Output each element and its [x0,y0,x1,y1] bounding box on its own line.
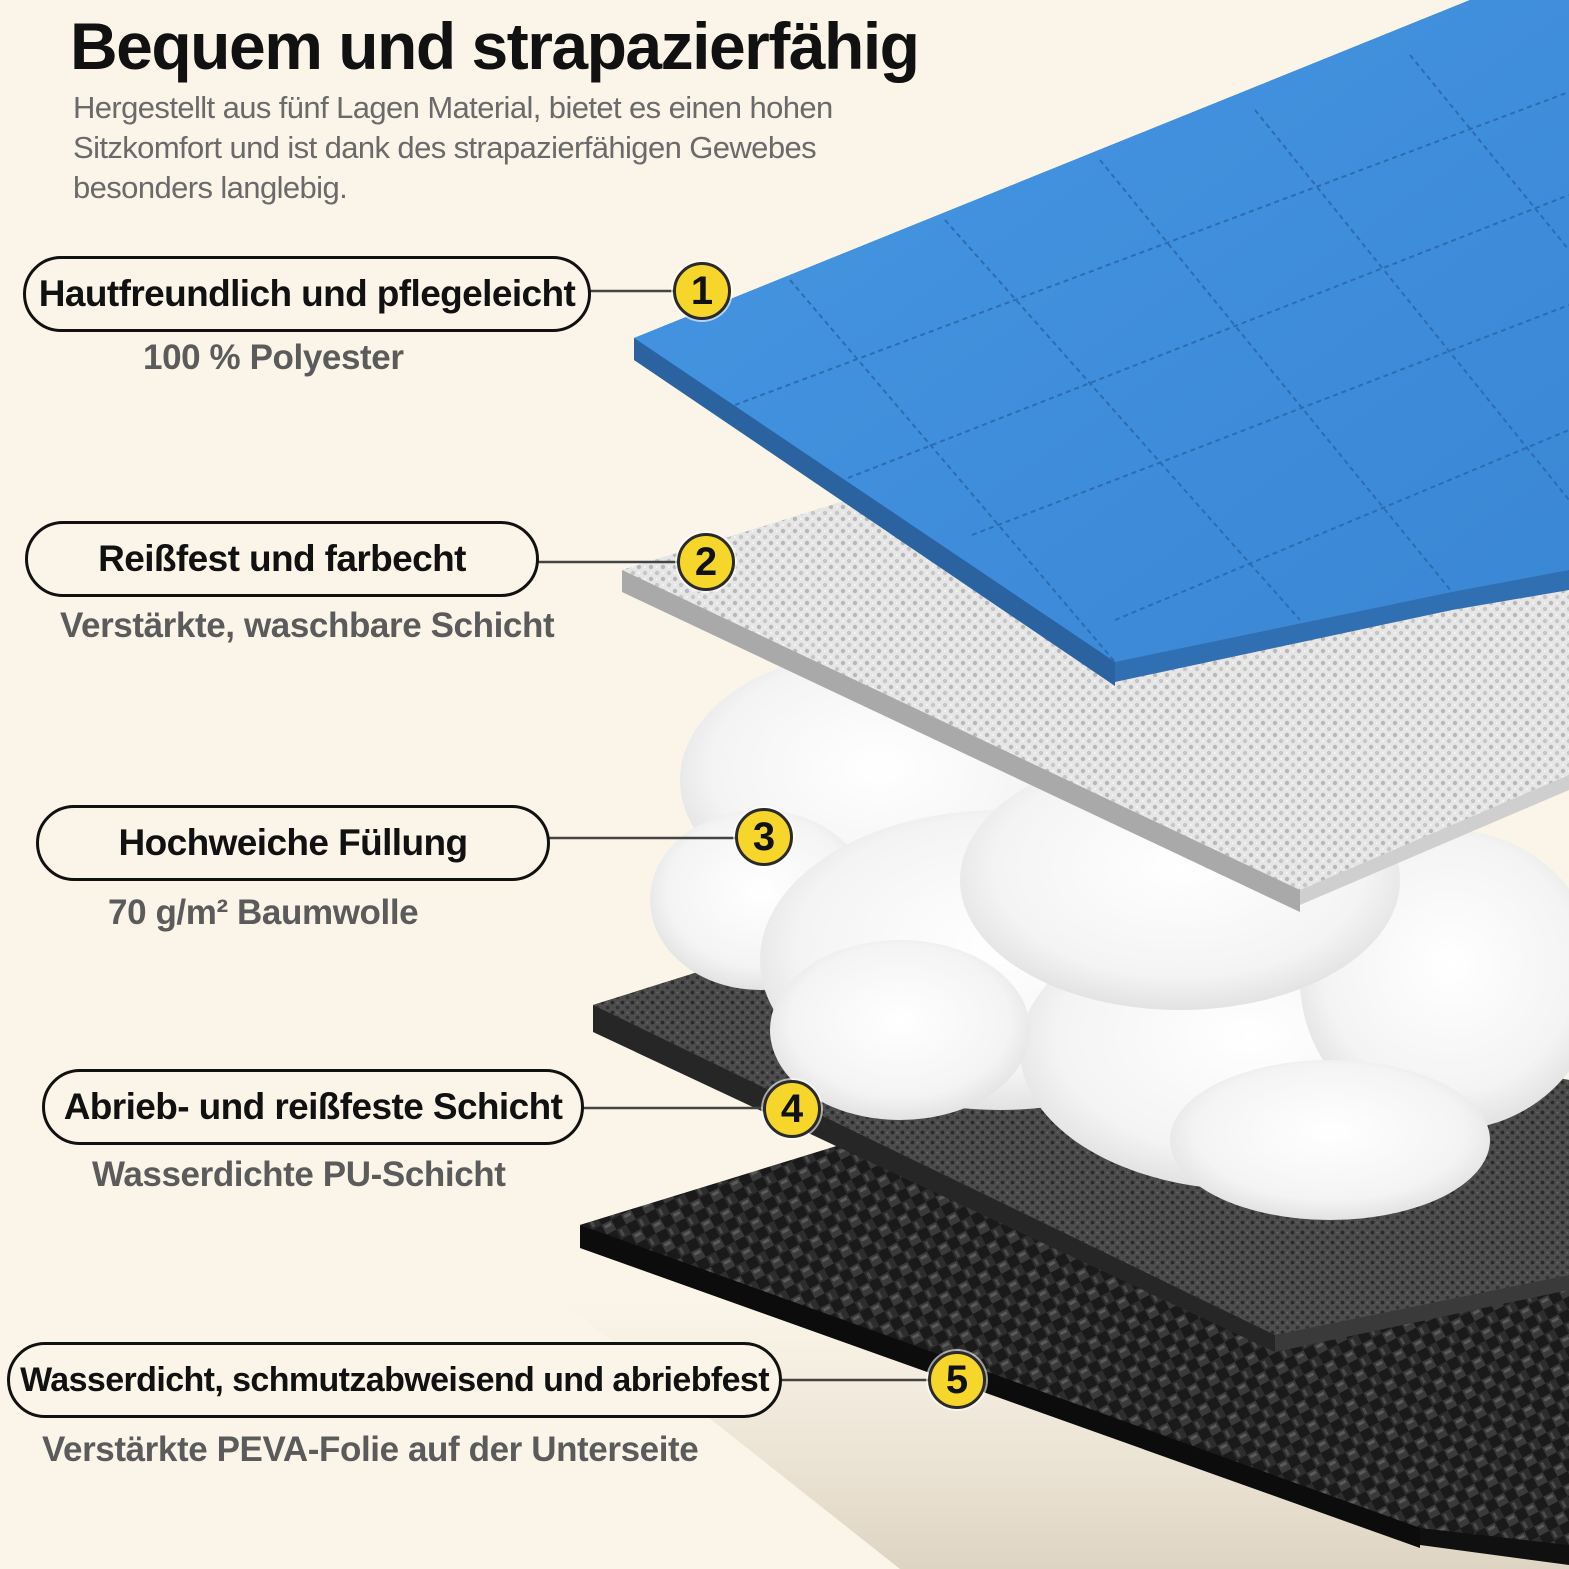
layer-3-label: Hochweiche Füllung [36,805,550,881]
layer-4-number-badge: 4 [763,1080,821,1138]
layer-2-number: 2 [694,539,718,584]
layer-2-label-text: Reißfest und farbecht [98,538,466,579]
layer-3-number-badge: 3 [735,808,793,866]
cotton-filling [650,650,1569,1220]
layer-3-number: 3 [752,814,776,859]
layer-4-description: Wasserdichte PU-Schicht [92,1155,506,1194]
layer-5-number-badge: 5 [928,1351,986,1409]
layer-2-number-badge: 2 [677,533,735,591]
layer-3-label-text: Hochweiche Füllung [118,822,469,863]
page-title: Bequem und strapazierfähig [70,9,920,83]
layer-5-number: 5 [945,1357,969,1402]
page-subtitle: Hergestellt aus fünf Lagen Material, bie… [73,90,833,205]
layer-4-number: 4 [780,1086,804,1131]
layer-3-description: 70 g/m² Baumwolle [108,893,419,932]
layer-5-description: Verstärkte PEVA-Folie auf der Unterseite [42,1430,699,1469]
layer-5-label-text: Wasserdicht, schmutzabweisend und abrieb… [20,1360,769,1399]
layer-4-label-text: Abrieb- und reißfeste Schicht [63,1086,563,1127]
layer-1-number-badge: 1 [673,262,731,320]
layer-2-description: Verstärkte, waschbare Schicht [60,606,555,645]
layer-1-label: Hautfreundlich und pflegeleicht [23,256,591,332]
layer-1-label-text: Hautfreundlich und pflegeleicht [38,273,576,314]
layer-1-description: 100 % Polyester [143,338,404,377]
layer-2-label: Reißfest und farbecht [25,521,539,597]
layer-1-number: 1 [690,268,714,313]
layer-4-label: Abrieb- und reißfeste Schicht [42,1069,584,1145]
layer-5-label: Wasserdicht, schmutzabweisend und abrieb… [7,1342,782,1418]
